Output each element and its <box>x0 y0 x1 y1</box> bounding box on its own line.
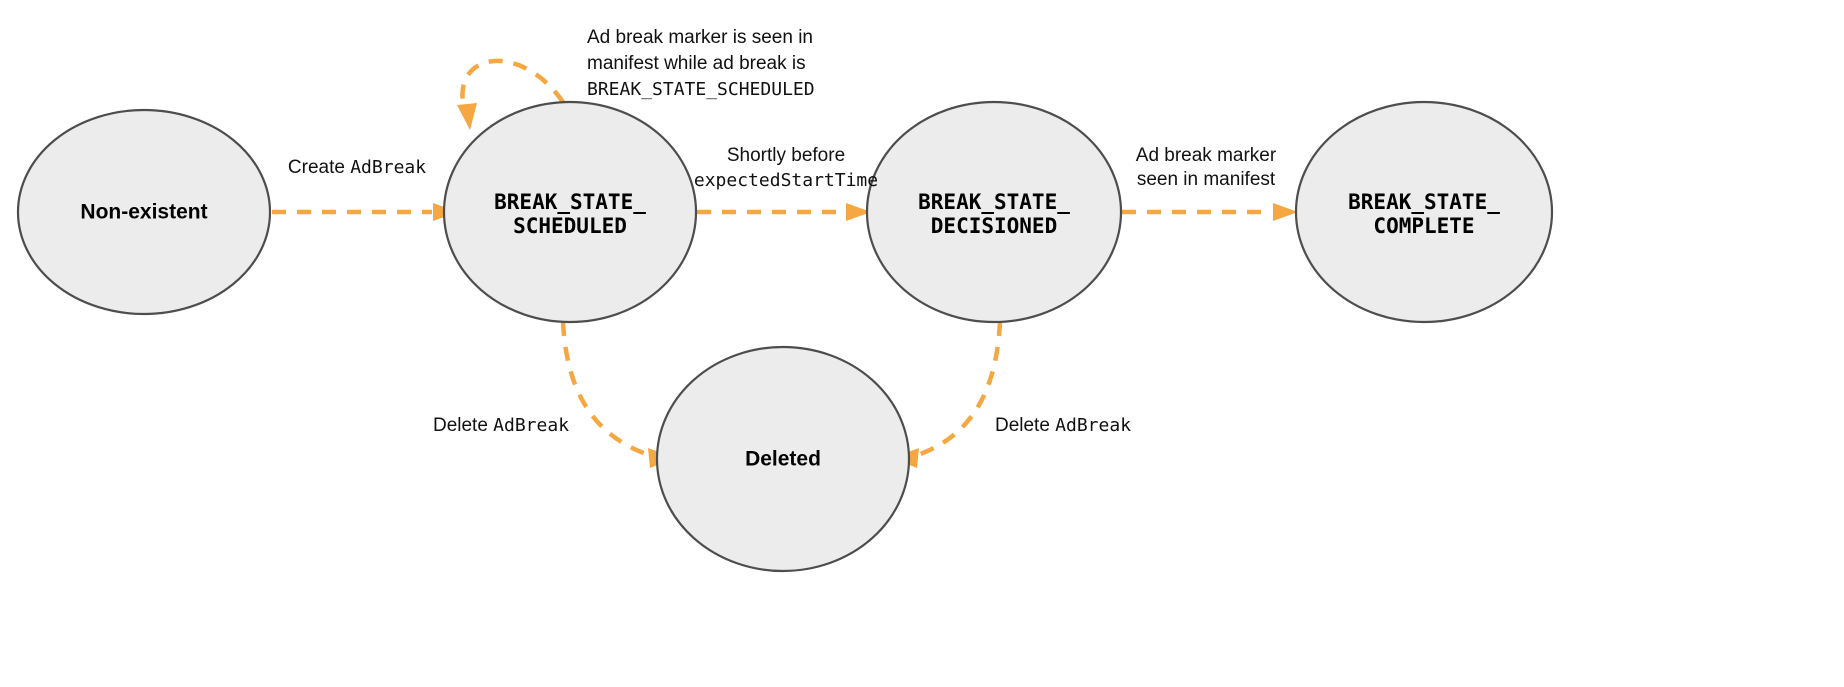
edge-label-delete-left-prefix: Delete <box>433 415 493 436</box>
edge-scheduled-self-loop-arrowhead <box>457 103 477 130</box>
node-non-existent[interactable]: Non-existent <box>16 108 272 316</box>
node-deleted-label: Deleted <box>745 448 821 471</box>
edge-label-delete-left-mono: AdBreak <box>493 415 569 436</box>
edge-label-delete-left-text: Delete AdBreak <box>433 415 569 436</box>
edge-label-marker-line2: seen in manifest <box>1137 169 1276 190</box>
edge-label-selfloop-line2: manifest while ad break is <box>587 53 806 74</box>
node-break-state-scheduled-label-line1: BREAK_STATE_ <box>494 190 646 214</box>
edge-label-delete-right-prefix: Delete <box>995 415 1055 436</box>
edge-label-create-prefix: Create <box>288 157 350 178</box>
edge-label-shortly-line2: expectedStartTime <box>694 170 878 191</box>
edge-label-delete-right-mono: AdBreak <box>1055 415 1131 436</box>
node-break-state-complete-shape[interactable] <box>1294 100 1554 324</box>
edge-label-marker-line1: Ad break marker <box>1136 145 1277 166</box>
node-break-state-decisioned-label-line1: BREAK_STATE_ <box>918 190 1070 214</box>
node-break-state-complete-label-line1: BREAK_STATE_ <box>1348 190 1500 214</box>
edge-label-create-adbreak: Create AdBreak <box>288 157 426 178</box>
edge-scheduled-self-loop-line <box>460 58 565 113</box>
node-break-state-decisioned-label-line2: DECISIONED <box>931 214 1057 238</box>
edge-scheduled-to-decisioned <box>697 203 871 221</box>
edge-scheduled-to-decisioned-arrowhead <box>846 203 871 221</box>
edge-create-adbreak <box>272 203 458 221</box>
node-break-state-scheduled-label-line2: SCHEDULED <box>513 214 627 238</box>
node-break-state-decisioned[interactable]: BREAK_STATE_ DECISIONED <box>865 100 1123 324</box>
edge-label-shortly-line1: Shortly before <box>727 145 845 166</box>
edge-label-decisioned-to-deleted: Delete AdBreak <box>995 415 1131 436</box>
edge-label-scheduled-to-decisioned: Shortly before expectedStartTime <box>694 145 878 191</box>
edge-scheduled-self-loop <box>457 58 565 130</box>
node-deleted[interactable]: Deleted <box>655 345 911 573</box>
edge-label-scheduled-to-deleted: Delete AdBreak <box>433 415 569 436</box>
edge-label-scheduled-self-loop: Ad break marker is seen in manifest whil… <box>587 27 815 100</box>
edge-label-delete-right-text: Delete AdBreak <box>995 415 1131 436</box>
node-deleted-shape[interactable] <box>655 345 911 573</box>
node-break-state-complete[interactable]: BREAK_STATE_ COMPLETE <box>1294 100 1554 324</box>
edge-scheduled-to-deleted-line <box>560 321 656 460</box>
edge-label-create-mono: AdBreak <box>350 157 426 178</box>
edge-label-decisioned-to-complete: Ad break marker seen in manifest <box>1136 145 1277 190</box>
node-non-existent-label: Non-existent <box>80 201 207 224</box>
edge-decisioned-to-deleted-line <box>911 321 1003 460</box>
node-break-state-scheduled-shape[interactable] <box>442 100 698 324</box>
edge-label-selfloop-line1: Ad break marker is seen in <box>587 27 813 48</box>
node-break-state-complete-label-line2: COMPLETE <box>1373 214 1474 238</box>
node-break-state-decisioned-shape[interactable] <box>865 100 1123 324</box>
node-non-existent-shape[interactable] <box>16 108 272 316</box>
edge-label-selfloop-line3: BREAK_STATE_SCHEDULED <box>587 79 815 100</box>
edge-decisioned-to-complete-arrowhead <box>1273 203 1298 221</box>
edge-label-create-adbreak-text: Create AdBreak <box>288 157 426 178</box>
node-break-state-scheduled[interactable]: BREAK_STATE_ SCHEDULED <box>442 100 698 324</box>
edge-decisioned-to-complete <box>1122 203 1298 221</box>
